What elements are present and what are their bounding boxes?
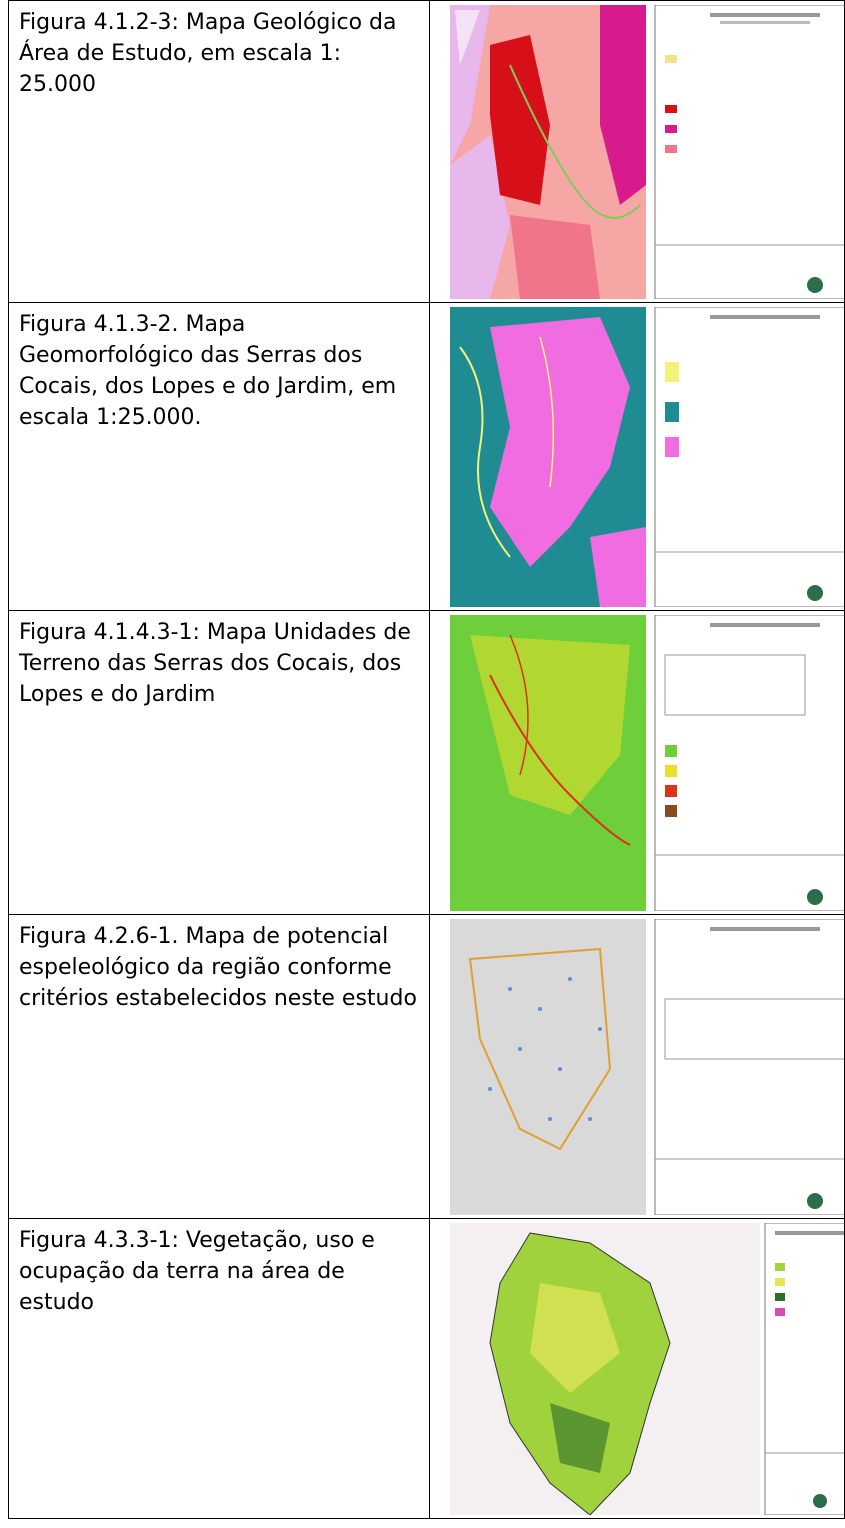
map-boundary: [509, 64, 641, 219]
map-drainage: [459, 346, 511, 558]
figure-caption-4: Figura 4.2.6-1. Mapa de potencial espele…: [8, 914, 430, 1219]
legend-panel: [654, 307, 844, 607]
logo-icon: [813, 1494, 827, 1508]
map-cell-4: [429, 914, 845, 1219]
map-zone-magenta: [600, 5, 646, 205]
figure-row-2: Figura 4.1.3-2. Mapa Geomorfológico das …: [8, 302, 845, 611]
map-cell-5: [429, 1218, 845, 1519]
legend-panel: [654, 919, 844, 1215]
logo-icon: [807, 889, 823, 905]
figures-table: Figura 4.1.2-3: Mapa Geológico da Área d…: [8, 0, 845, 1519]
map-zone-pink: [490, 317, 630, 567]
vegetation-land-use-map-thumbnail-icon: [450, 1223, 844, 1515]
logo-icon: [807, 1193, 823, 1209]
figure-row-4: Figura 4.2.6-1. Mapa de potencial espele…: [8, 914, 845, 1219]
terrain-units-map-thumbnail-icon: [450, 615, 844, 911]
potential-points: [488, 977, 602, 1121]
logo-icon: [807, 277, 823, 293]
figure-caption-2: Figura 4.1.3-2. Mapa Geomorfológico das …: [8, 302, 430, 611]
figure-caption-3: Figura 4.1.4.3-1: Mapa Unidades de Terre…: [8, 610, 430, 915]
map-boundary: [489, 674, 631, 846]
speleological-potential-map-thumbnail-icon: [450, 919, 844, 1215]
map-zone-red: [490, 35, 550, 205]
logo-icon: [807, 585, 823, 601]
study-area-outline: [468, 947, 612, 1151]
figure-row-3: Figura 4.1.4.3-1: Mapa Unidades de Terre…: [8, 610, 845, 915]
map-cell-2: [429, 302, 845, 611]
geomorphological-map-thumbnail-icon: [450, 307, 844, 607]
figure-row-1: Figura 4.1.2-3: Mapa Geológico da Área d…: [8, 0, 845, 303]
figure-caption-1: Figura 4.1.2-3: Mapa Geológico da Área d…: [8, 0, 430, 303]
geological-map-thumbnail-icon: [450, 5, 844, 299]
figure-caption-5: Figura 4.3.3-1: Vegetação, uso e ocupaçã…: [8, 1218, 430, 1519]
map-hatch: [455, 10, 480, 65]
map-cell-1: [429, 0, 845, 303]
figure-row-5: Figura 4.3.3-1: Vegetação, uso e ocupaçã…: [8, 1218, 845, 1519]
legend-panel: [654, 5, 844, 299]
map-zone-salmon: [510, 215, 600, 299]
map-cell-3: [429, 610, 845, 915]
map-zone-lilac-2: [450, 135, 510, 299]
legend-panel: [764, 1223, 844, 1515]
legend-panel: [654, 615, 844, 911]
